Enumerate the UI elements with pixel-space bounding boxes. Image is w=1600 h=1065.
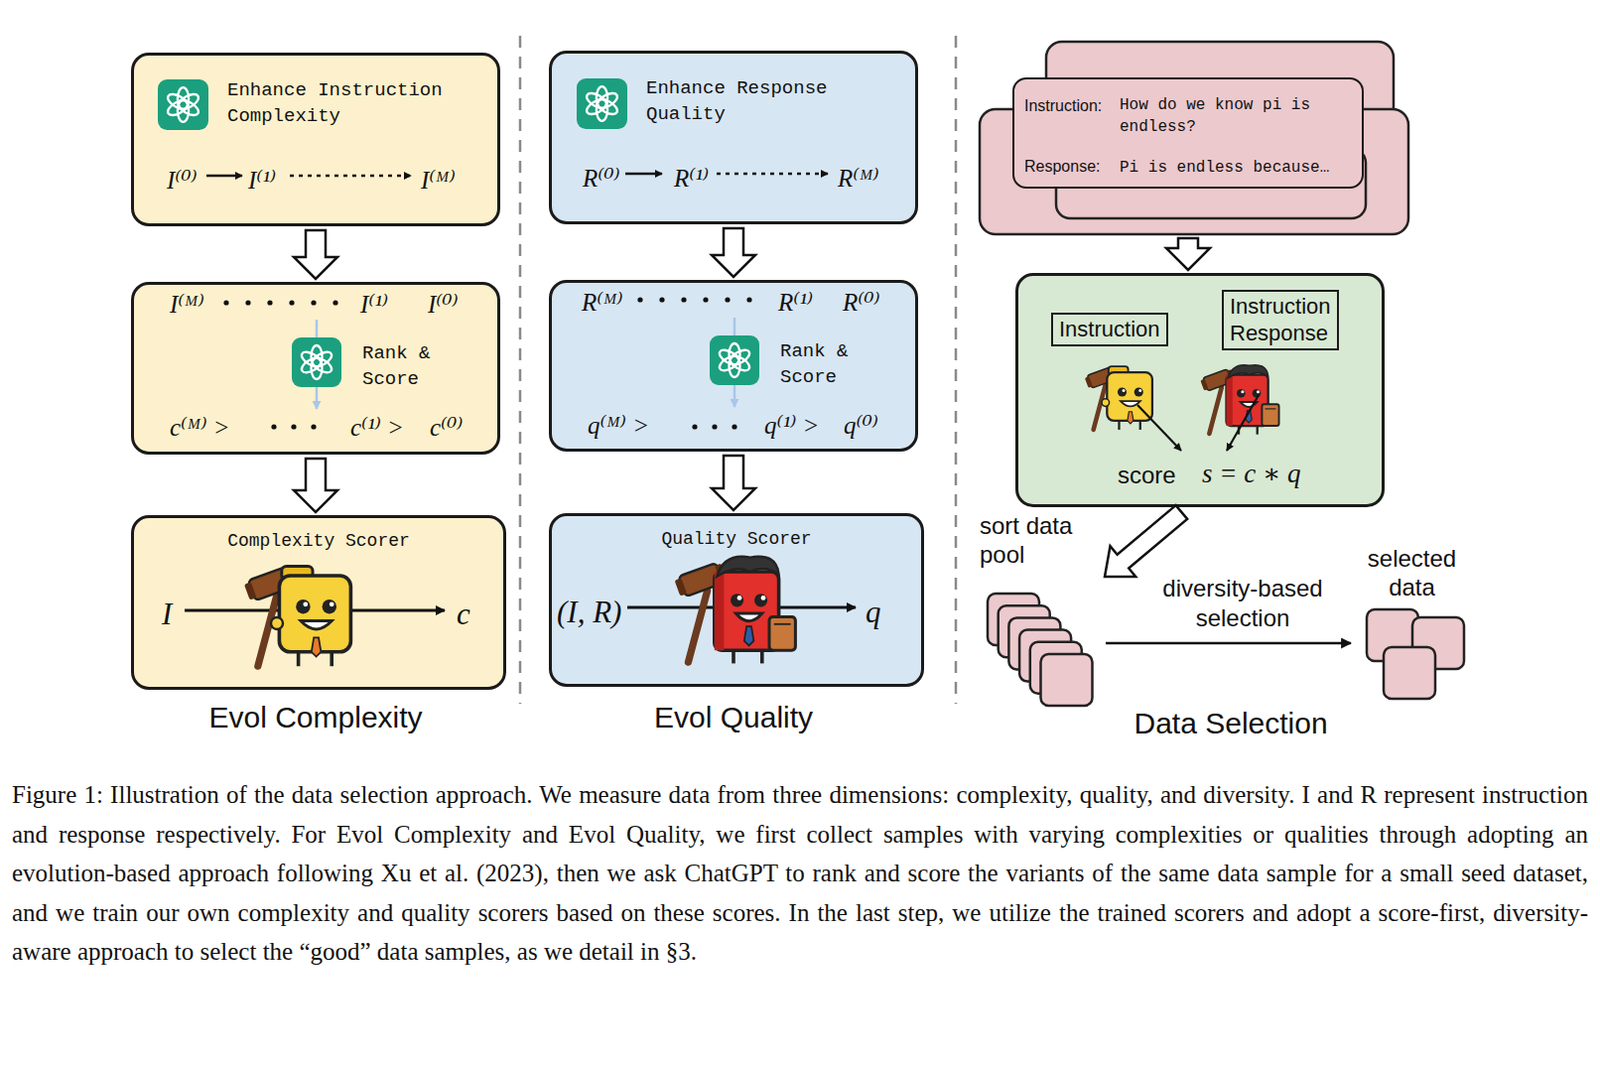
sample-card: Instruction: How do we know pi is endless… (1012, 77, 1364, 189)
figure-caption: Figure 1: Illustration of the data selec… (11, 775, 1589, 972)
node-text: Quality Scorer (551, 526, 922, 552)
node-text: selected data (1354, 543, 1469, 602)
chatgpt-logo (709, 335, 760, 386)
node-text: c⁽ᴹ⁾ > (169, 411, 231, 443)
flow-arrow (293, 230, 338, 279)
node-text: score (1117, 460, 1177, 490)
evolve-dotted-arrow (289, 174, 411, 178)
node-text: Instruction: (1024, 96, 1102, 117)
node-text: I⁽⁰⁾ (427, 288, 459, 320)
flow-arrow (711, 455, 756, 511)
node-text: q (865, 593, 882, 632)
label-box: Instruction Response (1221, 289, 1339, 351)
node-text: c⁽¹⁾ > (350, 411, 404, 443)
flow-arrow (1105, 642, 1351, 646)
node-text: Response: (1024, 156, 1101, 177)
evolve-dotted-arrow (716, 172, 828, 176)
node-text: q⁽⁰⁾ (843, 409, 879, 441)
flow-arrow (711, 228, 756, 277)
node-text: R⁽¹⁾ (673, 162, 709, 194)
section-title: Evol Complexity (209, 700, 423, 735)
selected-data-cards (1366, 609, 1465, 699)
label-box: Instruction (1051, 312, 1169, 347)
node-text: R⁽¹⁾ (778, 286, 813, 318)
process-box: Enhance Response QualityR⁽⁰⁾ R⁽¹⁾ R⁽ᴹ⁾ (548, 50, 919, 225)
node-text: I (161, 595, 172, 634)
flow-arrow (293, 458, 338, 513)
evolve-arrow (206, 174, 243, 178)
node-text: How do we know pi is endless? (1119, 94, 1356, 138)
chatgpt-logo (157, 79, 209, 131)
node-text: R⁽ᴹ⁾ (581, 286, 624, 318)
node-text: Complexity Scorer (133, 528, 504, 554)
leader-arrow (1137, 404, 1182, 451)
node-text: Instruction (1059, 315, 1161, 343)
node-text: I⁽ᴹ⁾ (420, 164, 456, 196)
ellipsis-dots (223, 296, 752, 429)
node-text: R⁽⁰⁾ (582, 162, 621, 194)
node-text: Instruction Response (1229, 292, 1332, 347)
complexity-mascot (243, 564, 351, 667)
complexity-mascot (1083, 365, 1153, 430)
node-text: R⁽ᴹ⁾ (837, 162, 880, 194)
edge-label: diversity-based selection (1141, 573, 1345, 634)
node-text: I⁽ᴹ⁾ (169, 288, 205, 320)
quality-mascot (1200, 365, 1280, 435)
node-text: Rank & Score (780, 338, 890, 391)
node-text: (I, R) (556, 593, 622, 632)
node-text: I⁽¹⁾ (248, 164, 276, 196)
node-text: q⁽¹⁾ > (764, 409, 819, 441)
node-text: c (456, 595, 471, 634)
node-text: sort data pool (979, 511, 1089, 569)
flow-arrow (1104, 505, 1188, 577)
quality-mascot (673, 556, 797, 665)
separator-line (954, 35, 958, 704)
node-text: s = c ∗ q (1201, 457, 1302, 491)
scoring-box: score s = c ∗ q Instruction Instruction Res… (1015, 272, 1385, 508)
process-box: Enhance Instruction ComplexityI⁽⁰⁾ I⁽¹⁾ I⁽… (131, 52, 501, 227)
data-pool-stack (987, 593, 1093, 706)
chatgpt-logo (576, 78, 628, 130)
node-text: Pi is endless because… (1119, 157, 1330, 178)
section-title: Data Selection (1134, 706, 1329, 741)
section-title: Evol Quality (654, 700, 813, 735)
node-text: c⁽⁰⁾ (429, 411, 463, 443)
node-text: R⁽⁰⁾ (842, 286, 881, 318)
flow-arrow (1166, 238, 1210, 270)
node-text: Enhance Instruction Complexity (227, 77, 491, 130)
node-text: Enhance Response Quality (646, 75, 910, 128)
evolve-arrow (625, 172, 663, 176)
node-text: q⁽ᴹ⁾ > (587, 409, 650, 441)
leader-arrow (1226, 395, 1259, 451)
chatgpt-logo (291, 337, 342, 388)
node-text: I⁽¹⁾ (360, 288, 389, 320)
node-text: Rank & Score (362, 340, 472, 393)
separator-line (519, 35, 523, 704)
node-text: I⁽⁰⁾ (166, 164, 198, 196)
